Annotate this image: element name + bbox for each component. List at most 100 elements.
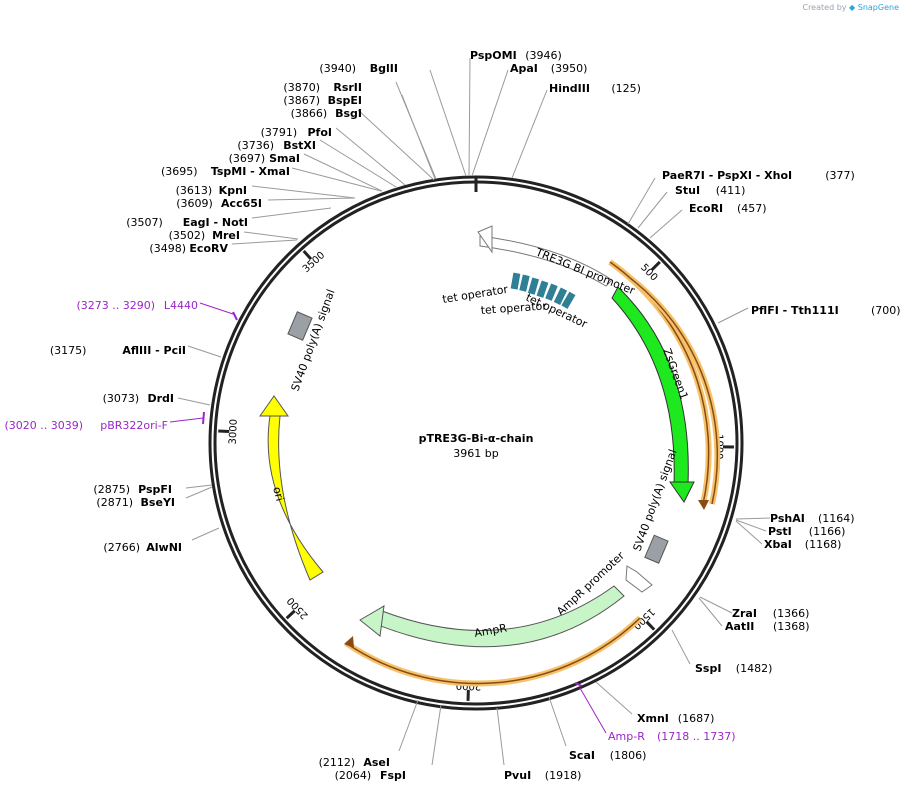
leader-apai <box>471 69 509 177</box>
site-pos-scai: (1806) <box>610 749 647 762</box>
leader-eagi-noti <box>251 207 332 219</box>
site-drdi[interactable]: DrdI <box>147 392 174 405</box>
primer-mark-pbr322ori-f <box>202 411 205 425</box>
site-asei[interactable]: AseI <box>363 756 390 769</box>
tet-operator-label-3: tet operator <box>480 299 547 317</box>
primer-amp-r[interactable]: Amp-R <box>608 730 645 743</box>
site-smai[interactable]: SmaI <box>269 152 300 165</box>
tre3g-bi-promoter[interactable] <box>479 235 613 287</box>
tet-operator-blocks <box>510 272 576 309</box>
site-pos-zrai: (1366) <box>773 607 810 620</box>
site-bstxi[interactable]: BstXI <box>283 139 316 152</box>
snapgene-watermark: Created by ◆ SnapGene <box>802 3 899 12</box>
sv40-polya-right[interactable] <box>644 534 669 564</box>
sv40-polya-left-label: SV40 poly(A) signal <box>289 288 338 393</box>
site-pos-afliii-pcii: (3175) <box>50 344 87 357</box>
primer-l4440[interactable]: L4440 <box>164 299 198 312</box>
ampr-label: AmpR <box>473 621 508 640</box>
primer-pbr322ori-f[interactable]: pBR322ori-F <box>100 419 168 432</box>
site-pos-apai: (3950) <box>551 62 588 75</box>
site-bglii[interactable]: BglII <box>370 62 398 75</box>
site-pos-psti: (1166) <box>809 525 846 538</box>
site-paer7i-pspxi-xhoi[interactable]: PaeR7I - PspXI - XhoI <box>662 169 792 182</box>
zsgreen1-arrowhead <box>669 481 695 503</box>
site-pos-ecorv: (3498) <box>149 242 186 255</box>
site-scai[interactable]: ScaI <box>569 749 595 762</box>
leader-pvui <box>496 707 505 766</box>
leader-kpni <box>251 185 356 199</box>
site-afliii-pcii[interactable]: AflIII - PciI <box>122 344 186 357</box>
tick-2500 <box>285 609 296 620</box>
site-pflfi-tth111i[interactable]: PflFI - Tth111I <box>751 304 839 317</box>
site-apai[interactable]: ApaI <box>510 62 538 75</box>
site-pshai[interactable]: PshAI <box>770 512 805 525</box>
leader-pflfi-tth111i <box>717 307 749 324</box>
site-kpni[interactable]: KpnI <box>219 184 247 197</box>
site-sspi[interactable]: SspI <box>695 662 721 675</box>
primer-leader-l4440 <box>199 302 234 315</box>
leader-asei <box>398 699 419 752</box>
site-acc65i[interactable]: Acc65I <box>221 197 262 210</box>
leader-pfoi <box>335 127 406 186</box>
site-pos-acc65i: (3609) <box>176 197 213 210</box>
orf-arc-outer2-core <box>629 277 719 505</box>
site-pos-mrei: (3502) <box>169 229 206 242</box>
site-pos-asei: (2112) <box>319 756 356 769</box>
site-pos-aatii: (1368) <box>773 620 810 633</box>
site-psti[interactable]: PstI <box>768 525 792 538</box>
primer-mark-l4440 <box>232 311 238 321</box>
leader-xmni <box>595 681 633 715</box>
site-pspfi[interactable]: PspFI <box>138 483 172 496</box>
leader-smai <box>303 153 383 192</box>
site-pos-bglii: (3940) <box>319 62 356 75</box>
site-fspi[interactable]: FspI <box>380 769 406 782</box>
site-mrei[interactable]: MreI <box>212 229 240 242</box>
leader-ecorv <box>231 239 298 245</box>
site-pspomi[interactable]: PspOMI <box>470 49 517 62</box>
site-pos-eagi-noti: (3507) <box>126 216 163 229</box>
sv40-polya-left[interactable] <box>287 311 313 341</box>
site-xmni[interactable]: XmnI <box>637 712 669 725</box>
site-pos-pflfi-tth111i: (700) <box>871 304 901 317</box>
leader-ecori <box>649 209 683 239</box>
leader-bspei <box>401 94 436 180</box>
leader-bseyi <box>185 486 213 499</box>
site-xbai[interactable]: XbaI <box>764 538 792 551</box>
ori-label: ori <box>270 485 286 502</box>
site-pfoi[interactable]: PfoI <box>308 126 333 139</box>
leader-fspi <box>431 704 442 766</box>
site-pos-pfoi: (3791) <box>261 126 298 139</box>
site-tspmi-xmai[interactable]: TspMI - XmaI <box>211 165 290 178</box>
plasmid-name: pTRE3G-Bi-α-chain <box>419 432 534 445</box>
site-bseyi[interactable]: BseYI <box>141 496 175 509</box>
site-pos-rsrii: (3870) <box>283 81 320 94</box>
site-pos-fspi: (2064) <box>335 769 372 782</box>
site-stui[interactable]: StuI <box>675 184 700 197</box>
site-eagi-noti[interactable]: EagI - NotI <box>183 216 248 229</box>
site-pos-xbai: (1168) <box>805 538 842 551</box>
leader-tspmi-xmai <box>291 167 382 192</box>
site-pvui[interactable]: PvuI <box>504 769 531 782</box>
site-pos-pvui: (1918) <box>545 769 582 782</box>
site-pos-bspei: (3867) <box>283 94 320 107</box>
site-ecori[interactable]: EcoRI <box>689 202 723 215</box>
leader-xbai <box>735 520 763 545</box>
tick-500 <box>650 260 661 271</box>
site-pos-ecori: (457) <box>737 202 767 215</box>
ori-arrowhead <box>259 395 289 417</box>
site-aatii[interactable]: AatII <box>725 620 754 633</box>
site-bsgi[interactable]: BsgI <box>335 107 362 120</box>
site-rsrii[interactable]: RsrII <box>333 81 362 94</box>
leader-alwni <box>191 527 220 541</box>
site-alwni[interactable]: AlwNI <box>146 541 182 554</box>
ampr-promoter[interactable] <box>625 565 653 593</box>
site-bspei[interactable]: BspEI <box>328 94 362 107</box>
site-zrai[interactable]: ZraI <box>732 607 757 620</box>
site-pos-kpni: (3613) <box>176 184 213 197</box>
site-hindiii[interactable]: HindIII <box>549 82 590 95</box>
leader-drdi <box>177 397 211 406</box>
site-ecorv[interactable]: EcoRV <box>189 242 228 255</box>
orf-arc-ampr-core <box>345 617 641 685</box>
leader-zrai <box>699 596 733 614</box>
